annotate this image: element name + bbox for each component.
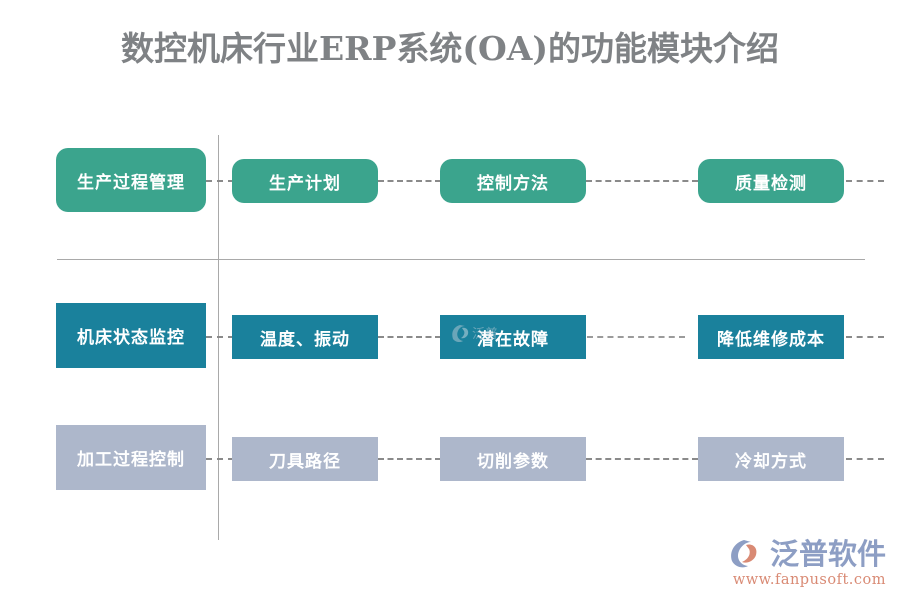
node-label: 刀具路径 xyxy=(269,451,341,472)
connector-row3-2 xyxy=(586,458,698,460)
connector-row1-2 xyxy=(586,180,698,182)
node-label: 降低维修成本 xyxy=(717,329,825,350)
horizontal-guide-line xyxy=(57,259,865,260)
fanpu-mark-icon xyxy=(731,540,757,568)
connector-row3-1 xyxy=(378,458,441,460)
node-potential-fault[interactable]: 潜在故障 xyxy=(440,315,586,359)
connector-row2-2-arrow-line xyxy=(587,336,685,338)
connector-row1-1 xyxy=(378,180,441,182)
node-label: 生产过程管理 xyxy=(77,172,185,193)
node-machining-process-control[interactable]: 加工过程控制 xyxy=(56,425,206,490)
node-production-process-management[interactable]: 生产过程管理 xyxy=(56,148,206,212)
node-machine-status-monitoring[interactable]: 机床状态监控 xyxy=(56,303,206,368)
node-label: 温度、振动 xyxy=(260,329,350,350)
node-label: 加工过程控制 xyxy=(77,450,185,470)
node-cutting-parameters[interactable]: 切削参数 xyxy=(440,437,586,481)
logo-url: www.fanpusoft.com xyxy=(732,572,886,588)
node-label: 控制方法 xyxy=(477,173,549,194)
node-tool-path[interactable]: 刀具路径 xyxy=(232,437,378,481)
node-label: 切削参数 xyxy=(477,451,549,472)
connector-row2-3 xyxy=(846,336,884,338)
logo-row: 泛普软件 xyxy=(728,538,886,570)
connector-row2-1 xyxy=(378,336,441,338)
node-temperature-vibration[interactable]: 温度、振动 xyxy=(232,315,378,359)
page-title: 数控机床行业ERP系统(OA)的功能模块介绍 xyxy=(121,29,779,68)
logo-name: 泛普软件 xyxy=(769,536,886,571)
node-label: 机床状态监控 xyxy=(77,328,185,348)
node-production-plan[interactable]: 生产计划 xyxy=(232,159,378,203)
connector-row1-0 xyxy=(206,180,234,182)
node-reduce-maintenance-cost[interactable]: 降低维修成本 xyxy=(698,315,844,359)
node-label: 质量检测 xyxy=(735,173,807,194)
connector-row3-3 xyxy=(846,458,884,460)
node-label: 潜在故障 xyxy=(477,329,549,350)
node-control-method[interactable]: 控制方法 xyxy=(440,159,586,203)
connector-row2-0 xyxy=(206,336,234,338)
company-logo: 泛普软件 www.fanpusoft.com xyxy=(728,538,886,588)
node-quality-inspection[interactable]: 质量检测 xyxy=(698,159,844,203)
connector-row1-3 xyxy=(846,180,884,182)
node-label: 生产计划 xyxy=(269,173,341,194)
connector-row3-0 xyxy=(206,458,234,460)
node-cooling-method[interactable]: 冷却方式 xyxy=(698,437,844,481)
node-label: 冷却方式 xyxy=(735,451,807,472)
